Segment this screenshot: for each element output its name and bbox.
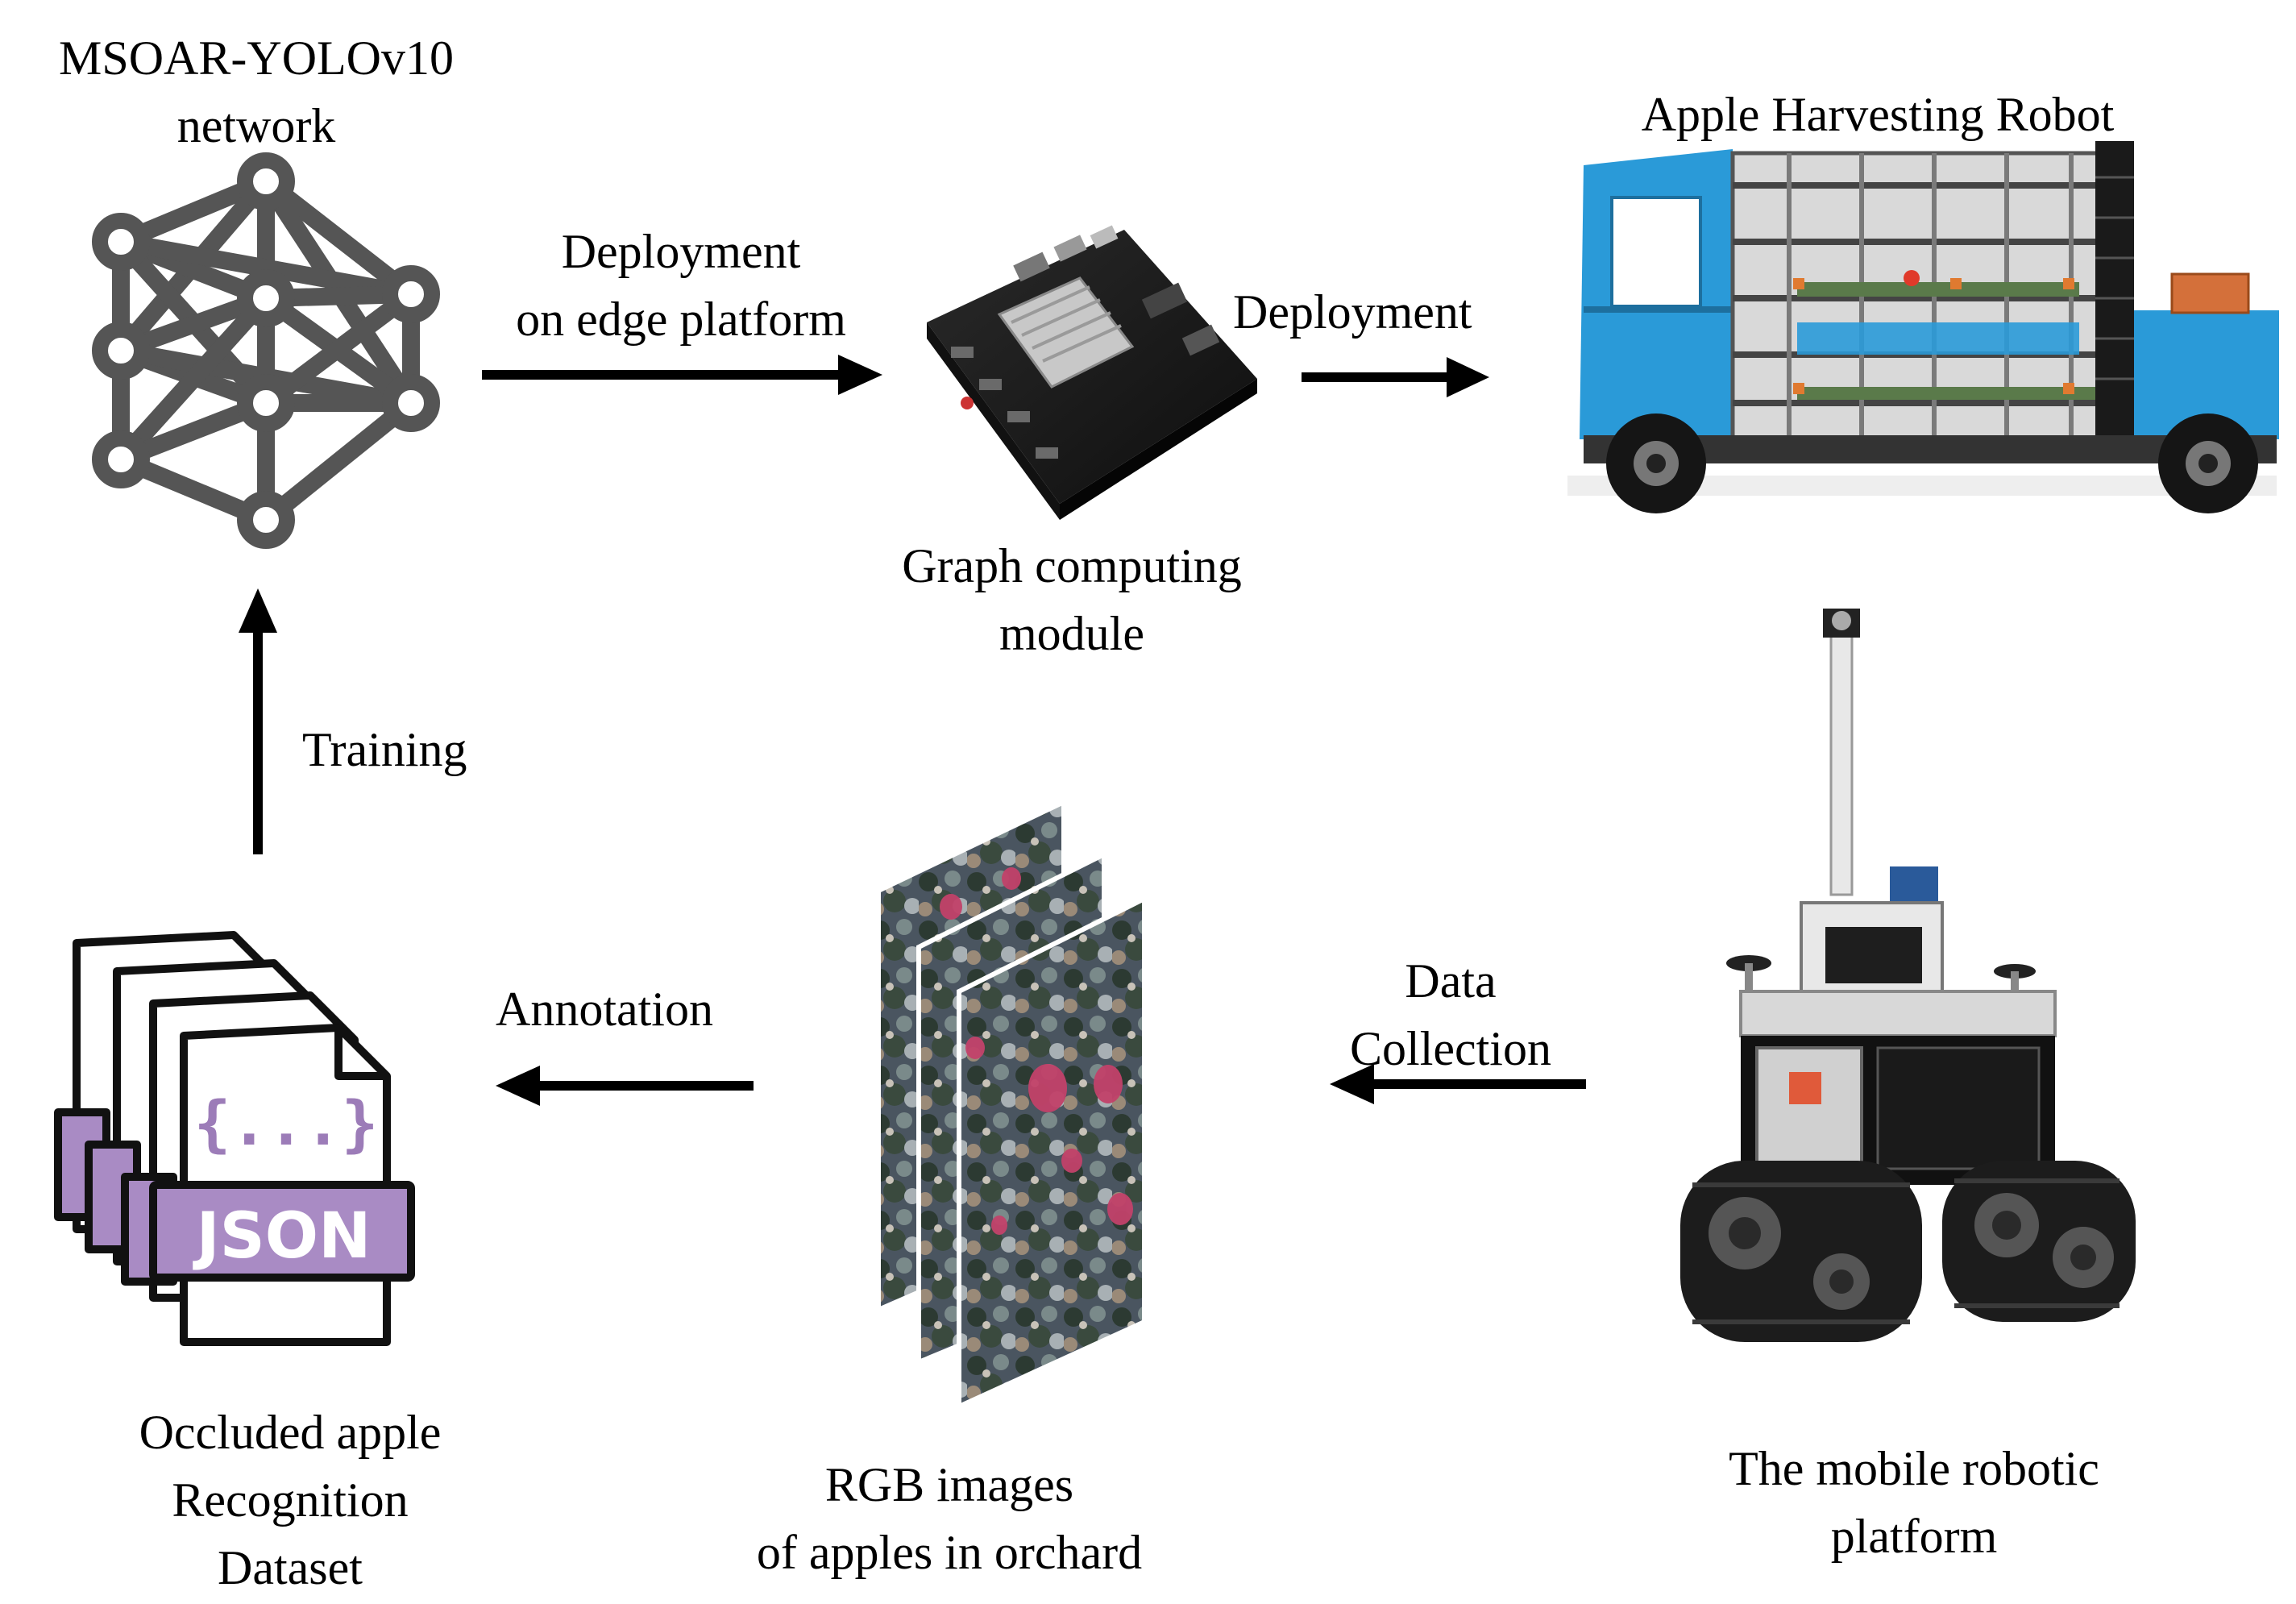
- data-collection-line1: Data: [1405, 954, 1497, 1008]
- graph-module-line1: Graph computing: [902, 539, 1242, 592]
- rgb-label: RGB images of apples in orchard: [757, 1451, 1142, 1586]
- training-label: Training: [302, 723, 467, 776]
- deploy-edge-line2: on edge platform: [516, 293, 846, 346]
- robot-title-text: Apple Harvesting Robot: [1641, 88, 2115, 141]
- rgb-image-layer-front: [957, 895, 1147, 1411]
- json-braces-text: {...}: [194, 1087, 379, 1159]
- deploy-edge-line1: Deployment: [561, 225, 801, 278]
- mobile-line1: The mobile robotic: [1729, 1442, 2099, 1495]
- json-badge-text: JSON: [193, 1200, 372, 1273]
- mobile-line2: platform: [1830, 1510, 1998, 1563]
- arrow-training: [239, 588, 277, 854]
- arrow-deploy-edge: [482, 355, 882, 395]
- graph-module-line2: module: [999, 607, 1144, 660]
- data-collection-label: Data Collection: [1350, 947, 1551, 1082]
- dataset-line3: Dataset: [218, 1541, 363, 1594]
- arrow-data-collection: [1330, 1064, 1586, 1104]
- annotation-label: Annotation: [496, 983, 713, 1036]
- dataset-label: Occluded apple Recognition Dataset: [139, 1398, 442, 1602]
- rgb-line2: of apples in orchard: [756, 1526, 1143, 1579]
- dataset-line1: Occluded apple: [139, 1406, 442, 1459]
- robot-wheels: [1606, 413, 2258, 513]
- mobile-label: The mobile robotic platform: [1729, 1435, 2099, 1570]
- arrow-deployment: [1302, 357, 1489, 397]
- deployment-label: Deployment: [1233, 285, 1472, 339]
- network-label-line1: MSOAR-YOLOv10: [58, 31, 455, 85]
- dataset-line2: Recognition: [172, 1473, 409, 1527]
- graph-module-label: Graph computing module: [902, 532, 1242, 667]
- network-label-line2: network: [176, 99, 336, 152]
- deploy-edge-label: Deployment on edge platform: [516, 218, 846, 353]
- network-label: MSOAR-YOLOv10 network: [59, 24, 454, 160]
- data-collection-line2: Collection: [1350, 1022, 1551, 1075]
- rgb-line1: RGB images: [824, 1458, 1074, 1511]
- arrow-annotation: [496, 1066, 754, 1106]
- robot-title: Apple Harvesting Robot: [1642, 81, 2115, 148]
